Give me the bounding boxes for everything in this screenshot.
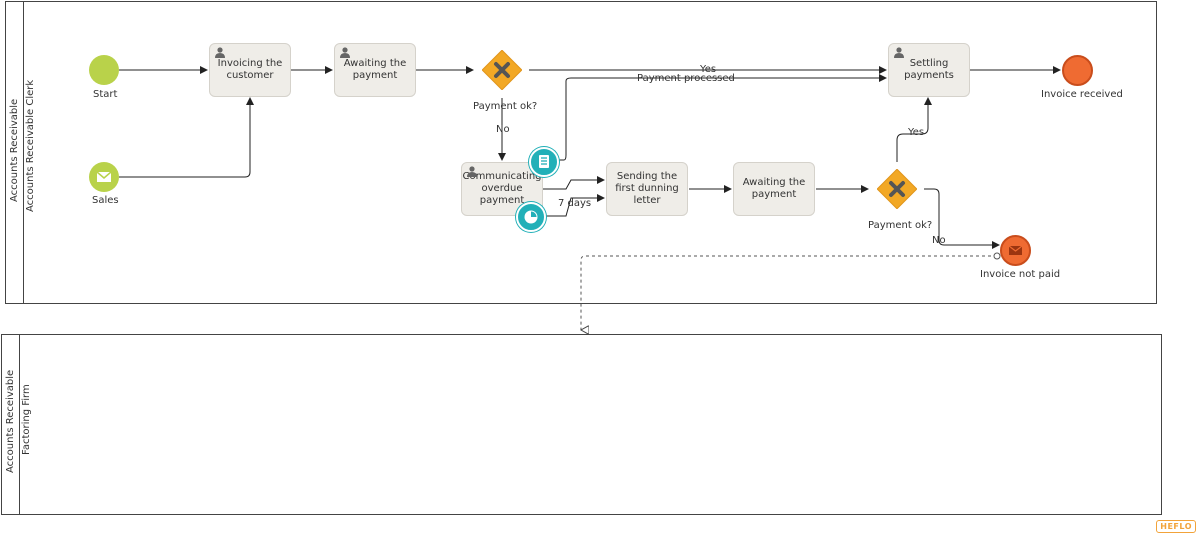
flow-label-7-days: 7 days [558,198,592,209]
task-label: Awaiting the payment [343,58,407,81]
task-label: Communicating overdue payment [462,171,542,206]
flow-label-no: No [496,124,510,135]
gateway-1-label: Payment ok? [473,101,538,112]
envelope-icon [96,171,112,182]
x-icon [481,49,523,91]
boundary-conditional-event[interactable] [529,147,559,177]
flow-label-no-2: No [932,235,946,246]
end-event-invoice-received[interactable] [1062,55,1093,86]
task-invoicing-the-customer[interactable]: Invoicing the customer [209,43,291,97]
user-icon [894,47,904,58]
exclusive-gateway-2[interactable] [876,168,918,210]
task-label: Invoicing the customer [217,58,283,81]
task-settling-payments[interactable]: Settling payments [888,43,970,97]
task-label: Awaiting the payment [742,177,806,200]
flow-gateway2-yes [896,97,932,162]
exclusive-gateway-1[interactable] [481,49,523,91]
end-event-invoice-not-paid[interactable] [1000,235,1031,266]
task-label: Settling payments [904,58,954,81]
pool-header [2,335,20,514]
start-event[interactable] [89,55,119,85]
flow-timer-sending [545,194,605,217]
flow-communicating-sending [543,176,605,190]
boundary-timer-event[interactable] [516,202,546,232]
task-awaiting-the-payment-2[interactable]: Awaiting the payment [733,162,815,216]
task-label: Sending the first dunning letter [615,171,679,206]
envelope-icon [1008,245,1023,255]
heflo-logo: HEFLO [1156,520,1196,533]
flow-sales-invoicing [119,97,254,178]
flow-label-yes-2: Yes [908,127,925,138]
message-flow-factoring [581,255,997,330]
sales-label: Sales [92,195,119,206]
task-sending-first-dunning-letter[interactable]: Sending the first dunning letter [606,162,688,216]
document-icon [539,155,549,168]
flow-gateway2-no [924,188,1000,249]
start-label: Start [93,89,118,100]
x-icon [876,168,918,210]
invoice-not-paid-label: Invoice not paid [980,269,1061,280]
gateway-2-label: Payment ok? [868,220,933,231]
flow-payment-processed [558,74,887,161]
message-start-event[interactable] [89,162,119,192]
user-icon [467,166,477,177]
pool-header [6,2,24,303]
user-icon [215,47,225,58]
flow-label-payment-processed: Payment processed [637,73,735,84]
pool-factoring-firm: Accounts Receivable Factoring Firm [1,334,1162,515]
clock-icon [524,210,538,224]
task-awaiting-the-payment-1[interactable]: Awaiting the payment [334,43,416,97]
invoice-received-label: Invoice received [1041,89,1123,100]
flow-label-yes: Yes [700,64,717,75]
user-icon [340,47,350,58]
